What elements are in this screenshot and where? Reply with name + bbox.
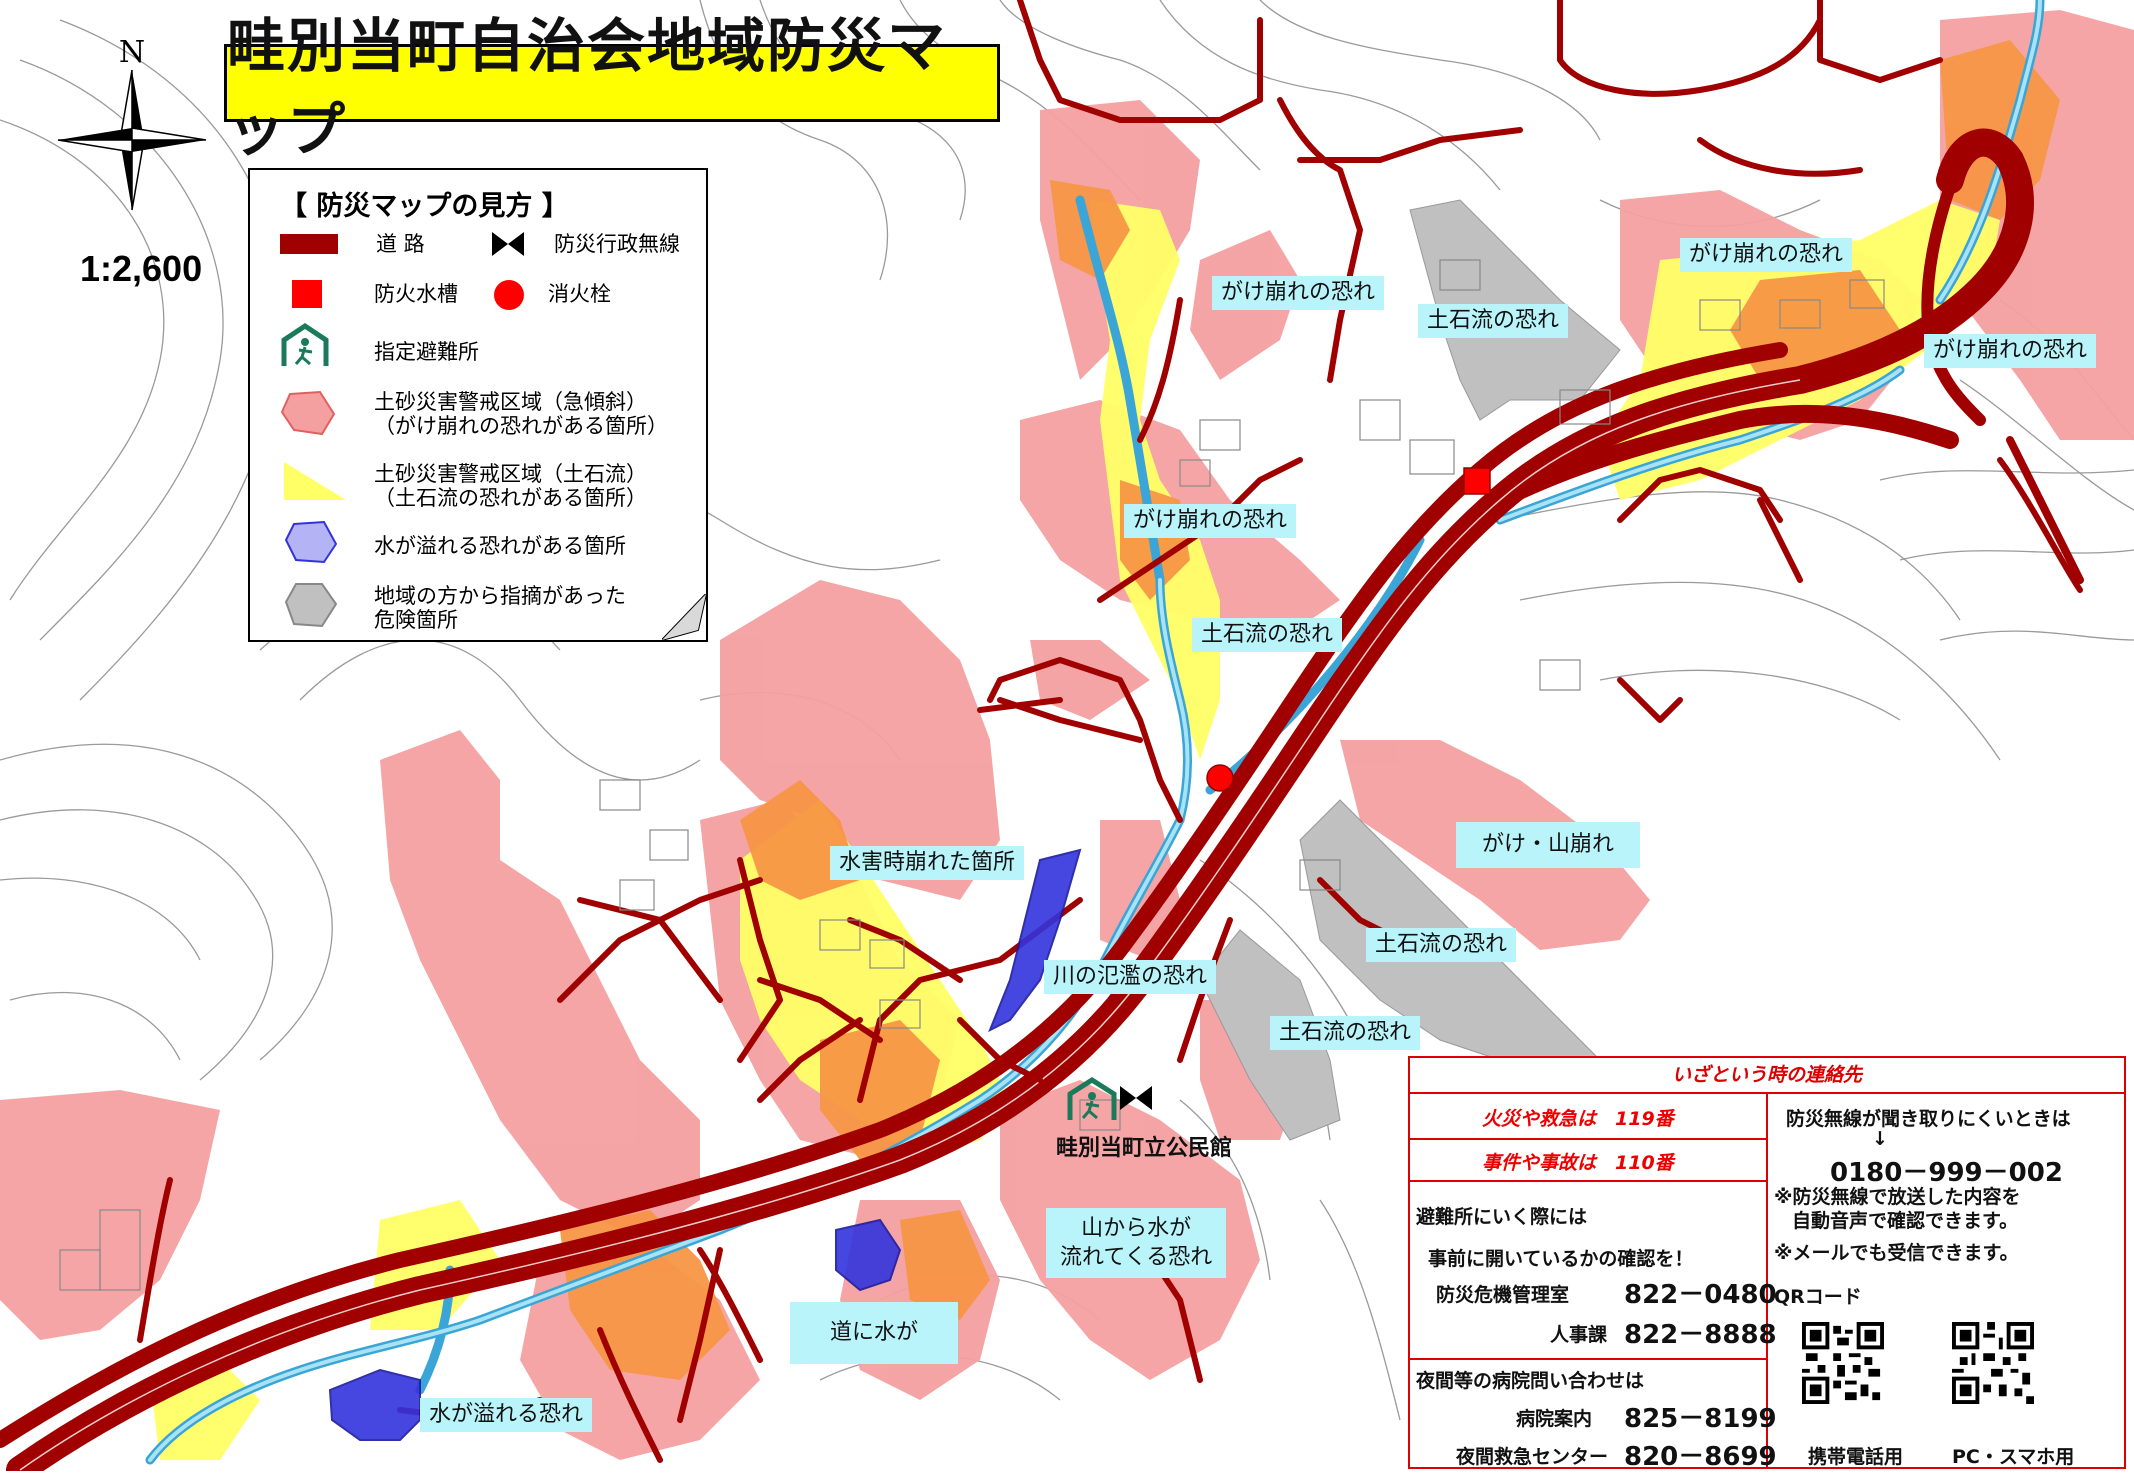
river-inner [148,0,2042,1462]
map-label-mountain-water-line2: 流れてくる恐れ [1060,1245,1213,1270]
map-label-cliff-1: がけ崩れの恐れ [1212,276,1385,310]
contact-hospital-number: 825－8199 [1624,1404,1777,1434]
water-tank-legend-icon [292,280,322,308]
legend-shelter-label: 指定避難所 [374,340,479,364]
shelter-icon [1067,1077,1117,1120]
radio-tower-icon [492,232,524,256]
legend-cliff-label: 土砂災害警戒区域（急傾斜） [374,390,647,414]
legend-radio-label: 防災行政無線 [554,232,680,256]
contact-hospital-info: 病院案内 [1516,1408,1593,1430]
road-centerlines [19,379,1801,1471]
contact-divider-3 [1410,1358,1766,1360]
map-title: 畦別当町自治会地域防災マップ [224,12,1000,164]
contact-qr-pc-label: PC・スマホ用 [1952,1446,2075,1468]
shelter-legend-icon [281,322,329,366]
qr-code-pc-icon[interactable] [1952,1322,2034,1404]
flood-zone-legend-icon [284,520,338,564]
flood-zones [328,848,1082,1441]
map-scale: 1:2,600 [80,248,203,289]
legend-debris-label: 土砂災害警戒区域（土石流） [374,462,647,486]
legend-resident-label: 地域の方から指摘があった [374,584,626,608]
contact-hr-office: 人事課 [1550,1324,1608,1346]
contact-divider-v [1766,1092,1768,1467]
contact-night-note: 夜間等の病院問い合わせは [1416,1370,1645,1392]
map-label-cliff-3: がけ崩れの恐れ [1924,334,2097,368]
debris-zone-legend-icon [284,462,346,500]
page-curl-icon [662,594,708,642]
map-label-debris-2: 土石流の恐れ [1192,618,1343,652]
map-label-mountain-water: 山から水が 流れてくる恐れ [1046,1208,1227,1278]
contact-radio-number: 0180－999－002 [1830,1158,2063,1188]
north-label: N [119,35,145,70]
north-compass-icon: N [52,30,212,230]
map-label-water-overflow: 水が溢れる恐れ [420,1398,593,1432]
contact-qr-mobile-label: 携帯電話用 [1808,1446,1904,1468]
legend-panel: 【 防災マップの見方 】 道 路 防災行政無線 防火水槽 消火栓 指定避難所 土… [248,168,708,642]
contact-night-number: 820－8699 [1624,1442,1777,1472]
contact-radio-desc-1: ※防災無線で放送した内容を [1774,1186,2021,1208]
map-label-debris-4: 土石流の恐れ [1270,1016,1421,1050]
cliff-zone-legend-icon [280,390,336,436]
fire-hydrant-icon [1206,764,1234,792]
water-tank-icon [1463,467,1491,495]
contact-panel: いざという時の連絡先 火災や救急は 119番 事件や事故は 110番 避難所にい… [1408,1056,2126,1472]
map-label-cliff-2: がけ崩れの恐れ [1680,238,1853,272]
legend-debris-sub: （土石流の恐れがある箇所） [374,486,647,510]
contact-mail-note: ※メールでも受信できます。 [1774,1242,2019,1264]
contact-qr-label: QRコード [1774,1286,1862,1308]
legend-resident-sub: 危険箇所 [374,608,458,632]
contact-shelter-note-1: 避難所にいく際には [1416,1206,1588,1228]
map-label-debris-1: 土石流の恐れ [1418,304,1569,338]
contact-arrow: ↓ [1872,1128,1888,1150]
contact-police: 事件や事故は 110番 [1482,1152,1674,1174]
building-outlines [59,259,1885,1291]
contact-shelter-note-2: 事前に開いているかの確認を！ [1428,1248,1694,1270]
map-label-flood-damage: 水害時崩れた箇所 [830,846,1025,880]
legend-cliff-sub: （がけ崩れの恐れがある箇所） [374,414,668,438]
contact-radio-desc-2: 自動音声で確認できます。 [1792,1210,2019,1232]
hydrant-legend-icon [494,280,524,310]
contact-crisis-number: 822－0480 [1624,1280,1777,1310]
legend-road-label: 道 路 [376,232,425,256]
legend-flood-label: 水が溢れる恐れがある箇所 [374,534,626,558]
resident-hazard-legend-icon [284,583,338,628]
contact-hr-number: 822－8888 [1624,1320,1777,1350]
map-label-cliff-mountain: がけ・山崩れ [1456,822,1641,868]
map-label-road-water: 道に水が [790,1302,959,1364]
qr-code-mobile-icon[interactable] [1802,1322,1884,1404]
road-legend-icon [280,234,338,254]
contact-radio-note: 防災無線が聞き取りにくいときは [1786,1108,2071,1130]
contact-divider-2 [1410,1180,1766,1182]
shelter-name-label: 畦別当町立公民館 [1056,1136,1233,1161]
contact-fire: 火災や救急は 119番 [1482,1108,1674,1130]
map-label-river-flood: 川の氾濫の恐れ [1044,960,1217,994]
contact-night-emergency: 夜間救急センター [1456,1446,1609,1468]
legend-hydrant-label: 消火栓 [548,282,611,306]
map-label-debris-3: 土石流の恐れ [1366,928,1517,962]
legend-title: 【 防災マップの見方 】 [280,191,569,222]
legend-tank-label: 防火水槽 [374,282,458,306]
radio-tower-map-icon [1120,1086,1152,1110]
contact-heading: いざという時の連絡先 [1410,1058,2124,1094]
contact-divider-1 [1410,1138,1766,1140]
map-label-cliff-4: がけ崩れの恐れ [1124,504,1297,538]
contact-crisis-office: 防災危機管理室 [1436,1284,1570,1306]
map-label-mountain-water-line1: 山から水が [1081,1216,1192,1241]
